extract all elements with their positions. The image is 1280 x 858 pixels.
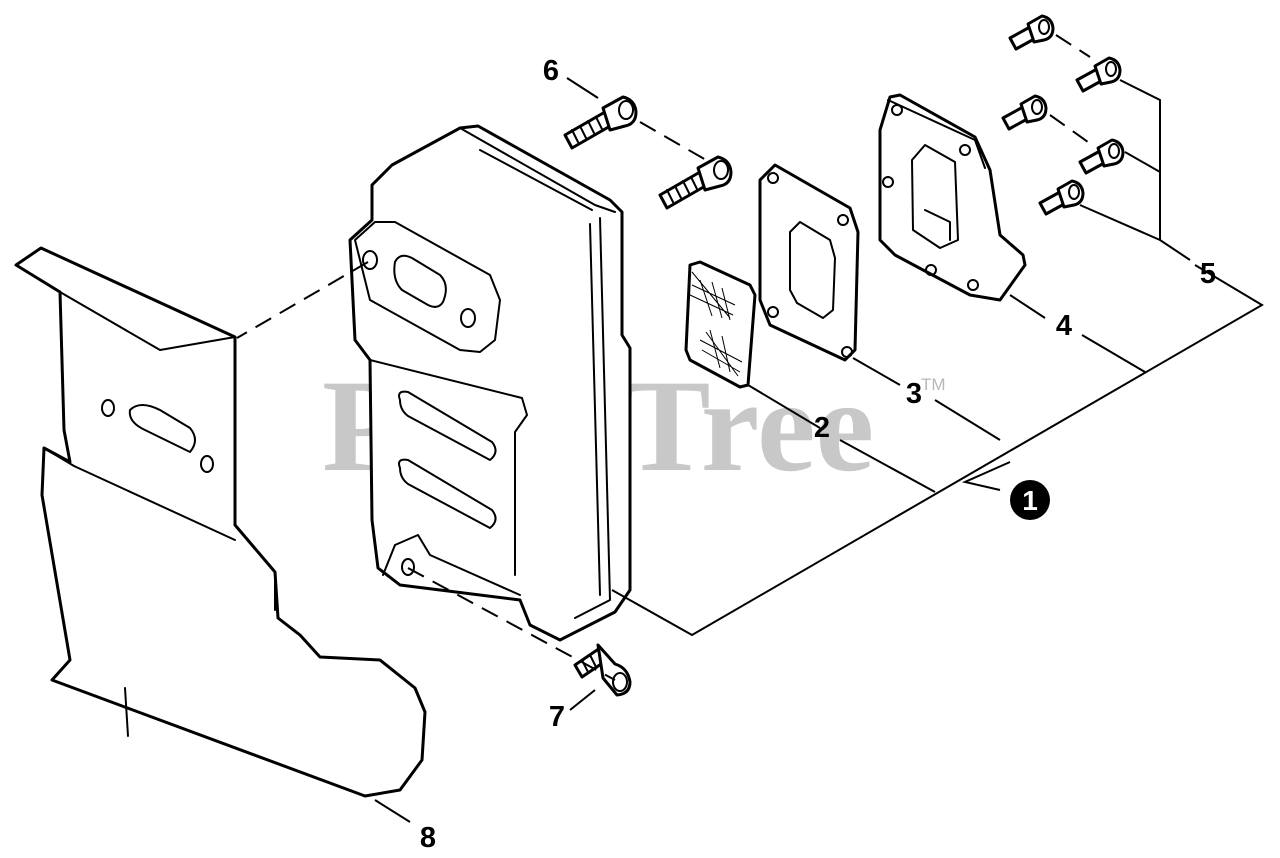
part-6-screw-b[interactable]	[658, 155, 733, 210]
callout-7-label[interactable]: 7	[549, 701, 565, 733]
callout-1-badge[interactable]: 1	[1010, 480, 1050, 520]
part-4-flange-plate[interactable]	[878, 93, 1027, 302]
callout-8-label[interactable]: 8	[420, 822, 436, 854]
callout-2-label[interactable]: 2	[814, 412, 830, 444]
part-2-spark-arrester-screen[interactable]	[684, 260, 757, 389]
part-3-gasket[interactable]	[758, 163, 860, 362]
part-5-screw-e[interactable]	[1038, 179, 1085, 216]
part-7-bolt[interactable]	[573, 643, 632, 697]
callout-5-label[interactable]: 5	[1200, 258, 1216, 290]
part-8-heat-shield[interactable]	[14, 246, 427, 798]
callout-3-label[interactable]: 3	[906, 378, 922, 410]
assembly-leader-lines	[374, 77, 1264, 823]
callout-1-label: 1	[1022, 485, 1038, 516]
part-5-screw-a[interactable]	[1008, 14, 1055, 51]
callout-4-label[interactable]: 4	[1056, 310, 1072, 342]
part-1-muffler[interactable]	[348, 124, 632, 642]
watermark-trademark: TM	[921, 375, 946, 394]
part-6-screw-a[interactable]	[563, 95, 638, 150]
part-5-screw-d[interactable]	[1078, 138, 1125, 175]
part-5-screw-b[interactable]	[1075, 56, 1122, 93]
callout-1-circle	[1010, 480, 1050, 520]
dashed-alignment-lines	[236, 34, 1091, 681]
part-5-screw-c[interactable]	[1001, 94, 1048, 131]
callout-6-label[interactable]: 6	[543, 55, 559, 87]
